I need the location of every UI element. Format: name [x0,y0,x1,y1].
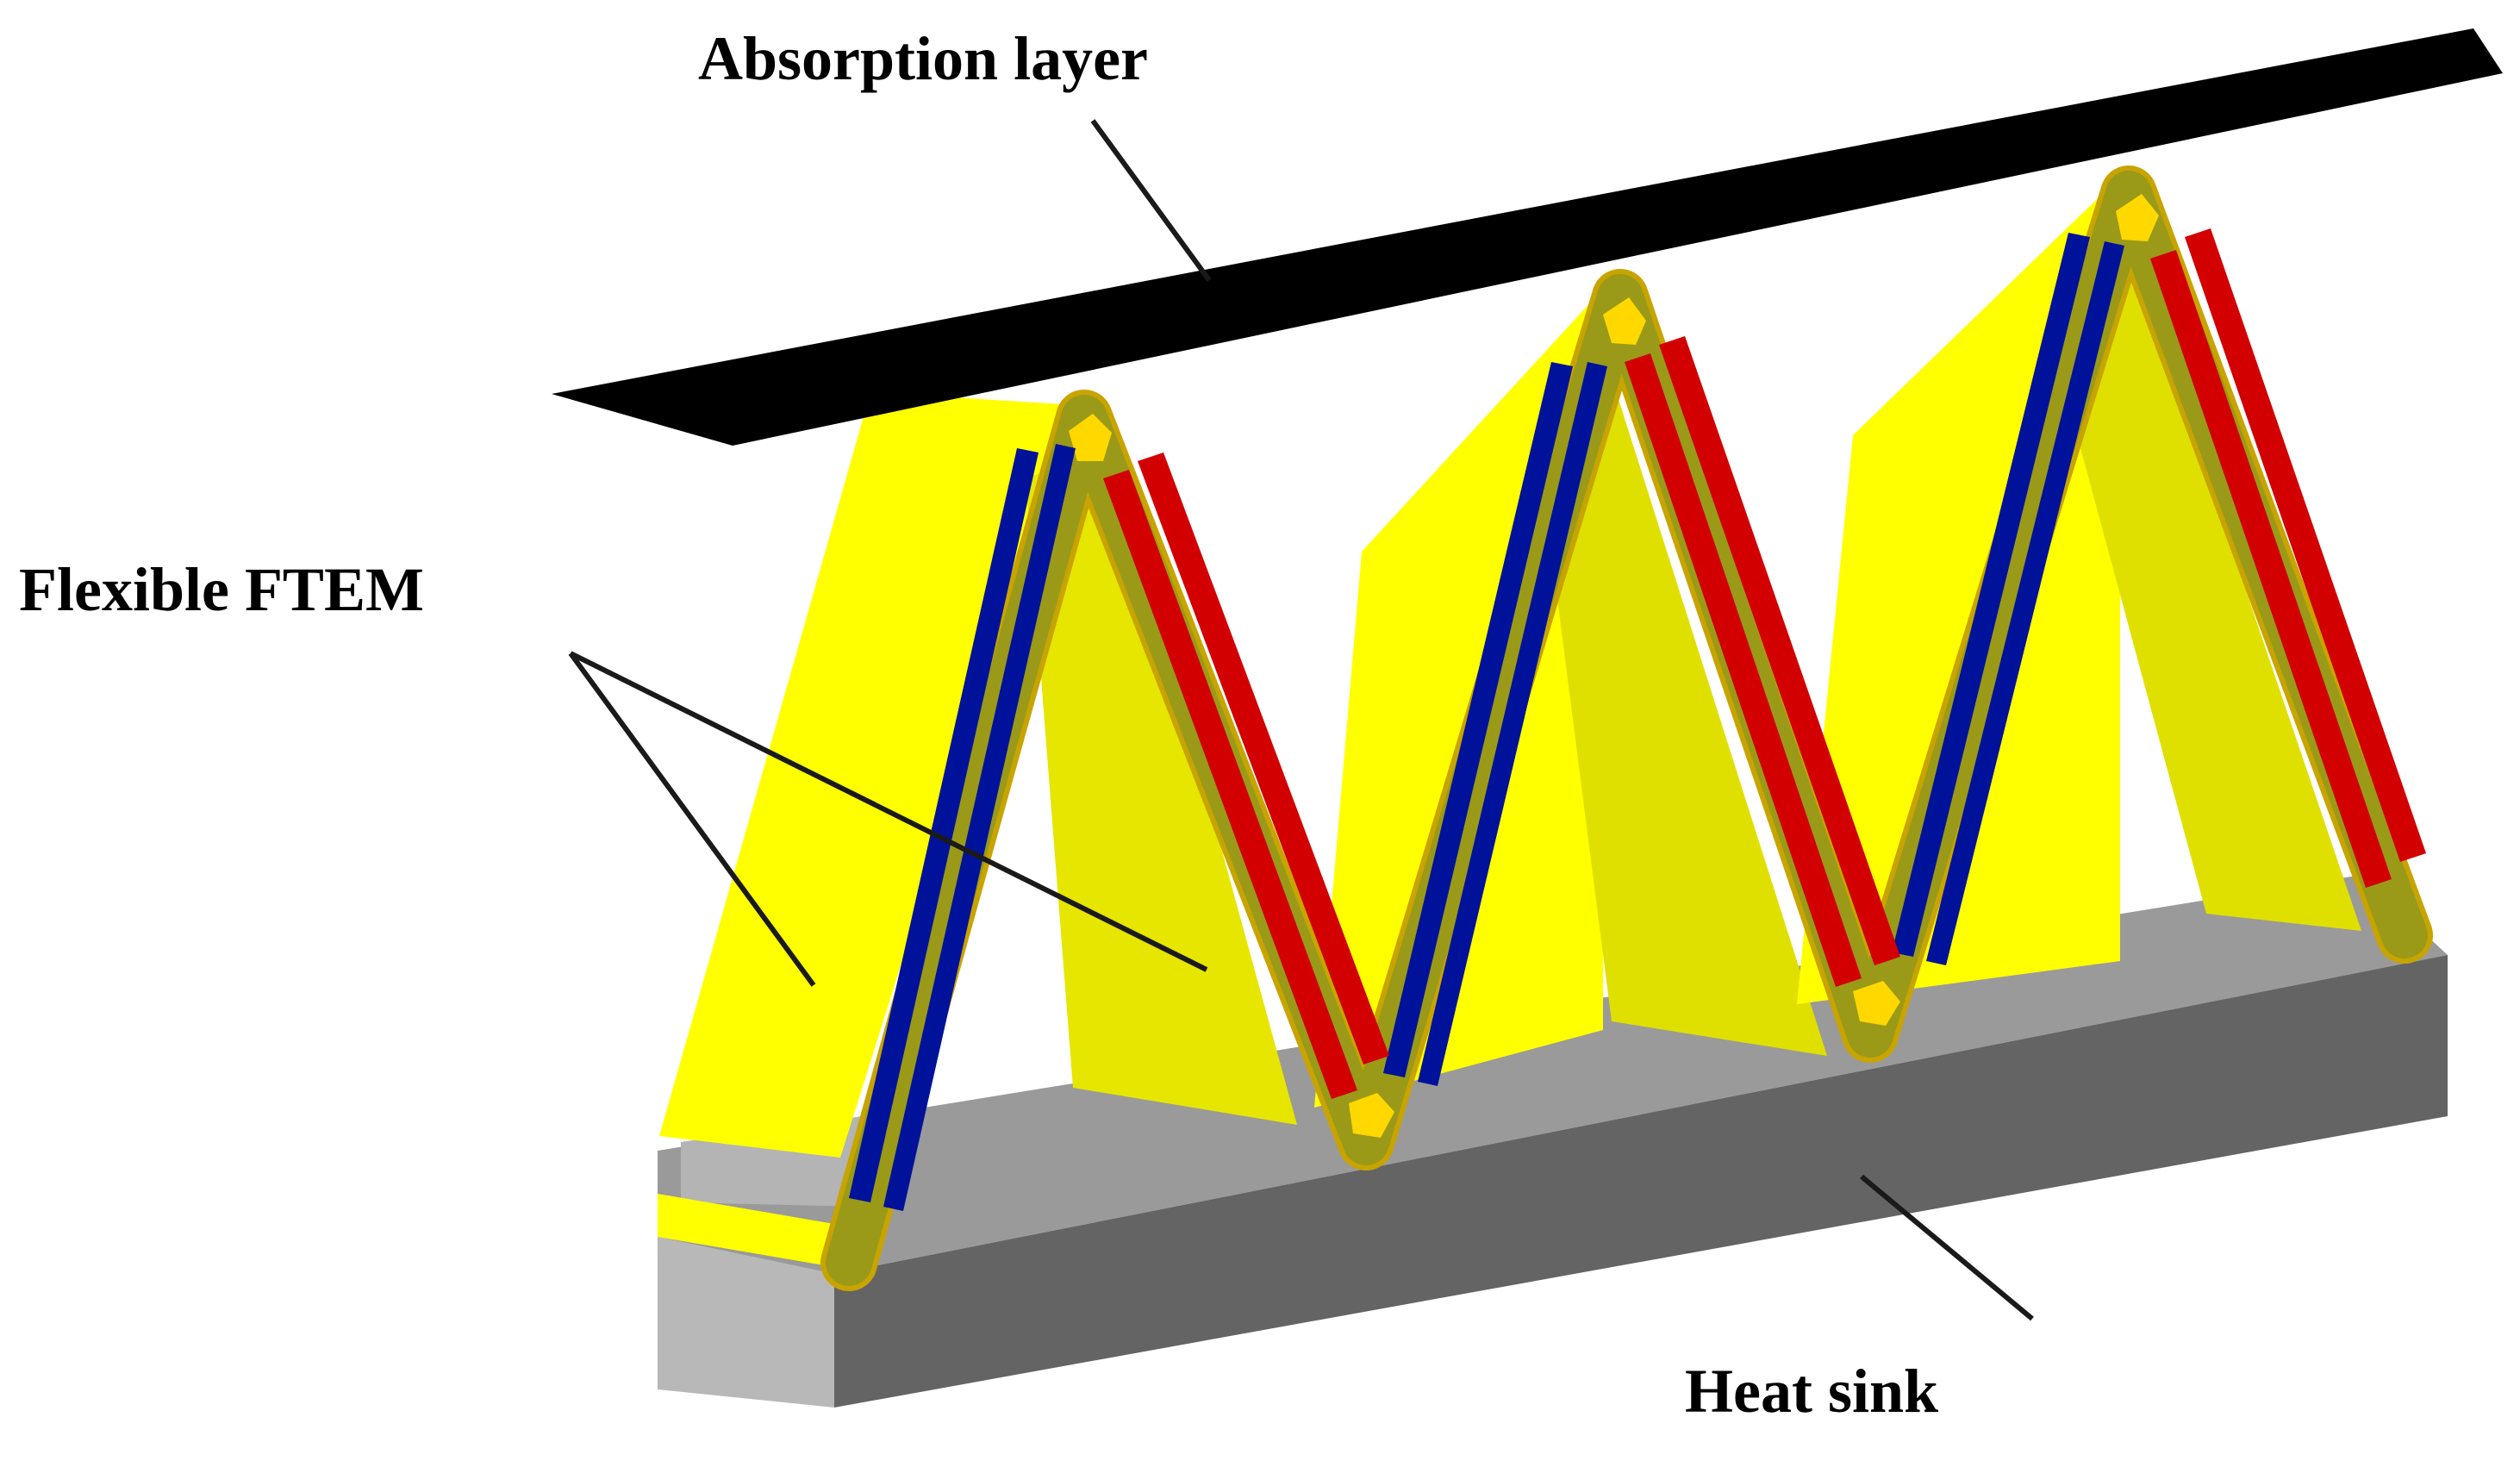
ftem-leader-1 [568,652,816,987]
heat-sink-leader [1860,1174,2034,1321]
substrate-panel-6 [2077,194,2361,931]
n-leg-2 [1383,362,1573,1077]
electrode-bottom-1 [1349,1093,1394,1138]
p-leg-3b [2185,228,2426,862]
n-leg-3 [1892,233,2090,957]
p-leg-3 [2150,250,2392,888]
ftem-strip [820,165,2433,1291]
substrate-panel-4 [1551,323,1827,1056]
heat-sink-left-face [658,1237,834,1408]
electrode-top-2 [1603,297,1646,345]
electrode-top-1 [1069,414,1112,461]
heat-sink-label: Heat sink [1685,1357,1938,1426]
absorption-leader [1090,119,1212,282]
p-leg-1 [1103,470,1357,1099]
n-leg-3b [1926,241,2124,965]
substrate-panel-2 [1026,448,1297,1125]
electrode-top-3 [2116,194,2159,241]
n-leg-2b [1418,362,1607,1086]
electrode-bottom-2 [1853,981,1900,1026]
n-leg-1 [849,448,1039,1202]
heat-sink-front-face [834,955,2448,1408]
n-leg-1b [883,444,1076,1211]
leader-lines [568,119,2034,1321]
p-leg-2 [1625,353,1862,987]
flexible-ftem-label: Flexible FTEM [19,555,424,624]
p-leg-1b [1138,453,1389,1064]
absorption-layer-plate [552,28,2503,446]
flexible-substrate [659,177,2361,1158]
p-leg-2b [1659,336,1900,965]
substrate-panel-1 [659,392,1077,1158]
ftem-leader-2 [569,651,1208,972]
absorption-layer-label: Absorption layer [698,24,1148,93]
